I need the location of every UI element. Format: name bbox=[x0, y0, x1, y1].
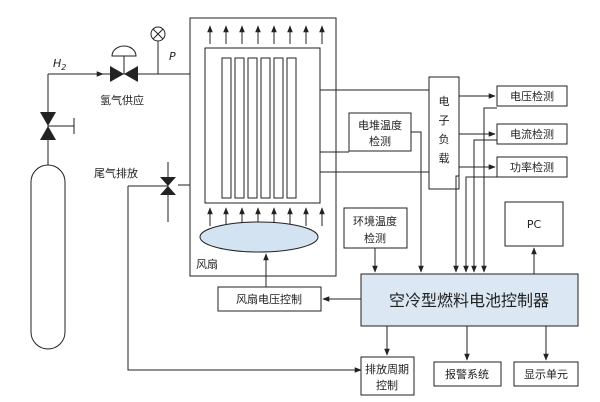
electronic-load-char-4: 载 bbox=[439, 152, 450, 165]
bipolar-plates bbox=[221, 57, 297, 199]
exhaust-label: 尾气排放 bbox=[94, 166, 138, 180]
electronic-load-char-1: 电 bbox=[439, 95, 450, 108]
ambient-temp-label-1: 环境温度 bbox=[353, 214, 397, 228]
electronic-load-char-3: 负 bbox=[439, 132, 450, 146]
pc-box bbox=[504, 201, 564, 247]
pressure-regulator-valve bbox=[110, 45, 138, 82]
h2-label: H2 bbox=[53, 57, 66, 72]
fan-ellipse bbox=[199, 221, 319, 253]
pc-label: PC bbox=[527, 218, 542, 231]
exhaust-cycle-control-box bbox=[360, 356, 415, 396]
stack-temp-signal-line bbox=[411, 131, 422, 272]
voltage-detect-box bbox=[496, 85, 568, 107]
alarm-system-label: 报警系统 bbox=[445, 367, 489, 381]
voltage-signal-line bbox=[483, 107, 497, 272]
display-unit-label: 显示单元 bbox=[524, 368, 568, 381]
electronic-load-char-2: 子 bbox=[439, 114, 450, 127]
power-signal-line bbox=[465, 176, 497, 272]
air-outlet-arrows bbox=[207, 25, 325, 44]
controller-box bbox=[360, 273, 579, 327]
pressure-gauge bbox=[150, 26, 166, 74]
electronic-load-box bbox=[428, 76, 460, 190]
current-signal-line bbox=[473, 139, 497, 272]
power-detect-box bbox=[496, 156, 568, 178]
exhaust-cycle-signal-line bbox=[127, 186, 362, 373]
fan-label: 风扇 bbox=[196, 257, 218, 271]
hydrogen-cylinder bbox=[30, 164, 66, 350]
fan-voltage-control-box bbox=[217, 286, 322, 312]
current-detect-label: 电流检测 bbox=[510, 127, 554, 141]
ambient-temp-label-2: 检测 bbox=[364, 231, 386, 245]
display-unit-box bbox=[513, 361, 579, 387]
current-detect-box bbox=[496, 123, 568, 145]
exhaust-valve bbox=[128, 177, 176, 195]
controller-label: 空冷型燃料电池控制器 bbox=[389, 291, 549, 310]
exhaust-cycle-label-2: 控制 bbox=[376, 378, 398, 392]
power-detect-label: 功率检测 bbox=[510, 160, 554, 174]
exhaust-cycle-label-1: 排放周期 bbox=[365, 362, 409, 376]
ambient-temp-box bbox=[343, 207, 408, 249]
stack-temp-label-2: 检测 bbox=[369, 134, 391, 148]
voltage-detect-label: 电压检测 bbox=[510, 89, 554, 103]
pressure-label: P bbox=[169, 50, 176, 63]
hydrogen-supply-label: 氢气供应 bbox=[100, 93, 144, 107]
stack-temp-label-1: 电堆温度 bbox=[358, 118, 402, 132]
fan-voltage-control-label: 风扇电压控制 bbox=[236, 292, 302, 306]
cylinder-valve bbox=[40, 112, 75, 140]
alarm-system-box bbox=[433, 361, 502, 387]
load-signal-line bbox=[455, 175, 459, 272]
